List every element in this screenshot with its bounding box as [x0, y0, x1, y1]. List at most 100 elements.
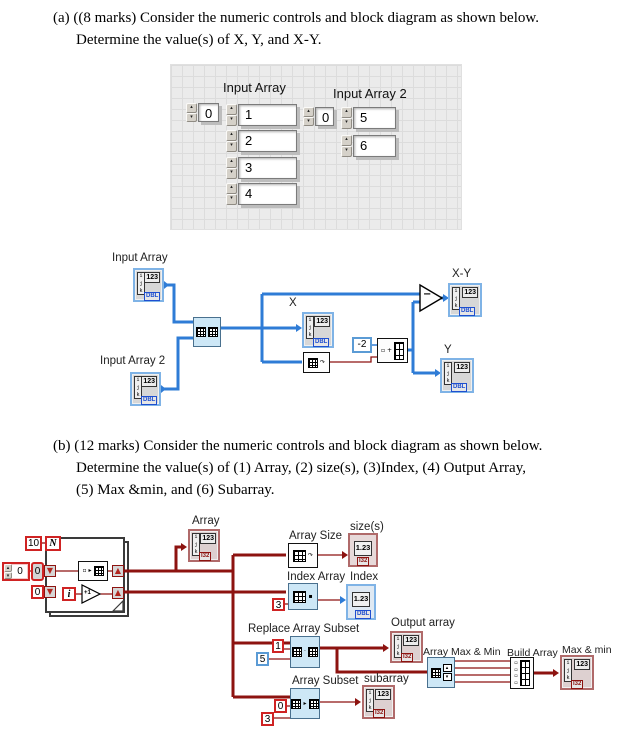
arrow-xy-input [443, 294, 449, 302]
dot-icon: · [304, 648, 306, 655]
decrement-button[interactable]: ▾ [186, 112, 197, 122]
element-square-icon: ▫ [82, 567, 87, 574]
shift-register-right-icon: ▲ [112, 565, 124, 577]
decrement-button[interactable]: ▾ [341, 118, 352, 129]
index-indicator-label: Index [350, 571, 379, 583]
increment-button[interactable]: ▴ [226, 183, 237, 194]
increment-button[interactable]: ▴ [186, 103, 197, 113]
decrement-button[interactable]: ▾ [226, 141, 237, 152]
arrow-array-ind [181, 543, 187, 551]
array-element-field[interactable]: 3 [238, 157, 297, 179]
constant-3: 3 [272, 598, 285, 611]
increment-button[interactable]: ▴ [226, 104, 237, 115]
increment-button[interactable]: ▴ [303, 107, 314, 117]
arrow-y-input [435, 369, 441, 377]
arrow-index-ind [340, 596, 346, 604]
element-square-icon: ▫ [380, 346, 386, 354]
element-spinner[interactable]: ▴▾ [341, 135, 352, 157]
increment-button[interactable]: ▴ [4, 564, 12, 572]
increment-button[interactable]: ▴ [226, 130, 237, 141]
curl-icon: ↷ [307, 551, 314, 559]
constant-1: 1 [272, 639, 284, 653]
decrement-button[interactable]: ▾ [226, 168, 237, 179]
control-spinner[interactable]: ▴▾ [4, 564, 12, 579]
arrow-icon: ▸ [303, 699, 307, 707]
sizes-indicator: 1.23 I32 [348, 533, 378, 567]
element-spinner[interactable]: ▴▾ [341, 107, 352, 129]
array-element-field[interactable]: 4 [238, 183, 297, 205]
array-max-min-node: ▴ ▾ [427, 657, 455, 688]
index-array-node-label: Index Array [287, 571, 346, 583]
loop-fold-corner [111, 599, 124, 612]
input-array2-label: Input Array 2 [333, 86, 407, 101]
wire-y-branches [407, 300, 436, 375]
arrow-output-array-ind [383, 644, 389, 652]
array-subset-node: ▸ [290, 688, 320, 719]
element-spinner[interactable]: ▴▾ [226, 157, 237, 179]
increment-button[interactable]: ▴ [341, 135, 352, 146]
index-spinner[interactable]: ▴ ▾ [186, 103, 197, 122]
increment-button[interactable]: ▴ [226, 157, 237, 168]
array-element-field[interactable]: 1 [238, 104, 297, 126]
decrement-button[interactable]: ▾ [226, 194, 237, 205]
wire-to-array-ind [174, 545, 181, 571]
array-element-field[interactable]: 5 [353, 107, 396, 129]
array-grid-icon [308, 698, 319, 709]
array-size-node-a: ↷ [303, 352, 330, 373]
arrow-x-input [296, 324, 302, 332]
index-marks-icon: ▪ [308, 592, 313, 600]
decrement-button[interactable]: ▾ [341, 146, 352, 157]
array-grid-icon [430, 667, 441, 678]
wire-layer-a [161, 281, 449, 393]
increment-button[interactable]: ▴ [341, 107, 352, 118]
constant-3b: 3 [261, 712, 274, 726]
index-indicator: 1.23 DBL [346, 584, 376, 620]
build-array-node-loop: ▫ ▸ [78, 561, 108, 581]
array-element-field[interactable]: 6 [353, 135, 396, 157]
wire-input-array2 [161, 336, 195, 391]
array-subset-node-label: Array Subset [292, 675, 359, 687]
element-spinner[interactable]: ▴▾ [226, 183, 237, 205]
constant-10: 10 [25, 536, 42, 551]
max-min-indicator-label: Max & min [562, 644, 612, 656]
index-field[interactable]: 0 [315, 107, 334, 126]
wire-array-size-a [329, 356, 377, 363]
subtract-node [419, 283, 444, 313]
input-array-label: Input Array [223, 80, 286, 95]
array-grid-icon [291, 698, 302, 709]
index-spinner[interactable]: ▴▾ [303, 107, 314, 126]
replace-array-subset-node-label: Replace Array Subset [248, 623, 360, 635]
array-max-min-node-label: Array Max & Min [423, 646, 501, 658]
decrement-button[interactable]: ▾ [303, 116, 314, 126]
numeric-control-0[interactable]: ▴▾ 0 [2, 562, 30, 581]
input-array2-terminal-label: Input Array 2 [100, 355, 166, 367]
constant-neg2: -2 [352, 337, 372, 353]
element-spinner[interactable]: ▴▾ [226, 104, 237, 126]
increment-label: +1 [84, 590, 91, 596]
shift-register-left-icon: ▼ [44, 565, 56, 577]
arrow-sizes-ind [342, 551, 348, 559]
build-array-inputs-icon: ▫ ▫ ▫ ▫ [514, 660, 518, 686]
wire-subset-consts [274, 705, 290, 719]
decrement-button[interactable]: ▾ [4, 571, 12, 579]
index-field[interactable]: 0 [198, 103, 219, 122]
shift-register-left-icon: ▼ [44, 586, 56, 598]
array-indicator-label: Array [192, 515, 220, 527]
array-grid-icon [307, 357, 318, 368]
max-icon: ▴ [442, 664, 452, 672]
array-element-field[interactable]: 2 [238, 130, 297, 152]
index-array-node: ▪ [288, 583, 318, 610]
element-spinner[interactable]: ▴▾ [226, 130, 237, 152]
arrow-maxmin-ind [553, 669, 559, 677]
decrement-button[interactable]: ▾ [226, 115, 237, 126]
